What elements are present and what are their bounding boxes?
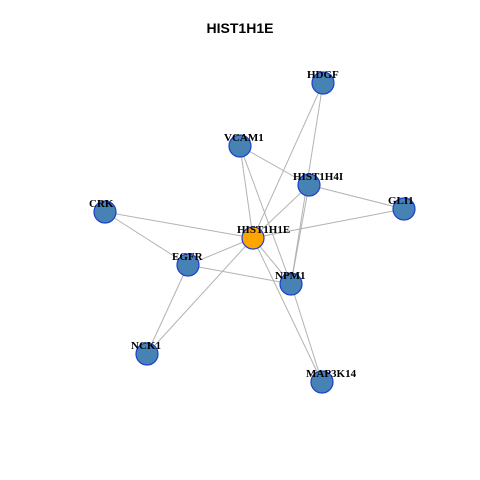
node-label-npm1: NPM1 — [275, 270, 306, 282]
node-npm1[interactable] — [279, 272, 303, 296]
node-label-hist1h4i: HIST1H4I — [293, 171, 343, 183]
edge-hist1h1e-egfr — [187, 237, 254, 266]
node-nck1[interactable] — [135, 342, 159, 366]
node-label-nck1: NCK1 — [131, 340, 161, 352]
edge-crk-egfr — [104, 211, 189, 266]
edge-hist1h4i-npm1 — [290, 184, 310, 285]
edge-vcam1-npm1 — [239, 145, 292, 285]
edge-hist1h1e-nck1 — [146, 237, 254, 355]
node-egfr[interactable] — [176, 253, 200, 277]
node-label-map3k14: MAP3K14 — [306, 368, 357, 380]
node-hist1h4i[interactable] — [297, 173, 321, 197]
node-crk[interactable] — [93, 200, 117, 224]
edge-hist1h1e-vcam1 — [239, 145, 254, 239]
edge-hist1h1e-hdgf — [252, 82, 324, 239]
node-map3k14[interactable] — [310, 370, 334, 394]
node-label-gli1: GLI1 — [388, 195, 414, 207]
node-label-vcam1: VCAM1 — [224, 132, 264, 144]
node-gli1[interactable] — [392, 197, 416, 221]
edge-hist1h1e-gli1 — [252, 208, 405, 239]
edge-hist1h1e-map3k14 — [252, 237, 323, 383]
node-label-egfr: EGFR — [172, 251, 204, 263]
edge-hist1h4i-gli1 — [308, 184, 405, 210]
node-hdgf[interactable] — [311, 71, 335, 95]
node-label-crk: CRK — [89, 198, 114, 210]
nodes-layer — [93, 71, 416, 394]
edge-hist1h1e-crk — [104, 211, 254, 239]
edge-egfr-npm1 — [187, 264, 292, 285]
graph-title: HIST1H1E — [206, 20, 274, 36]
node-vcam1[interactable] — [228, 134, 252, 158]
edge-hist1h1e-hist1h4i — [252, 184, 310, 239]
node-label-hdgf: HDGF — [307, 69, 339, 81]
node-label-hist1h1e: HIST1H1E — [237, 224, 290, 236]
edge-npm1-map3k14 — [290, 283, 323, 383]
edge-egfr-nck1 — [146, 264, 189, 355]
edge-vcam1-hist1h4i — [239, 145, 310, 186]
node-hist1h1e[interactable] — [241, 226, 265, 250]
